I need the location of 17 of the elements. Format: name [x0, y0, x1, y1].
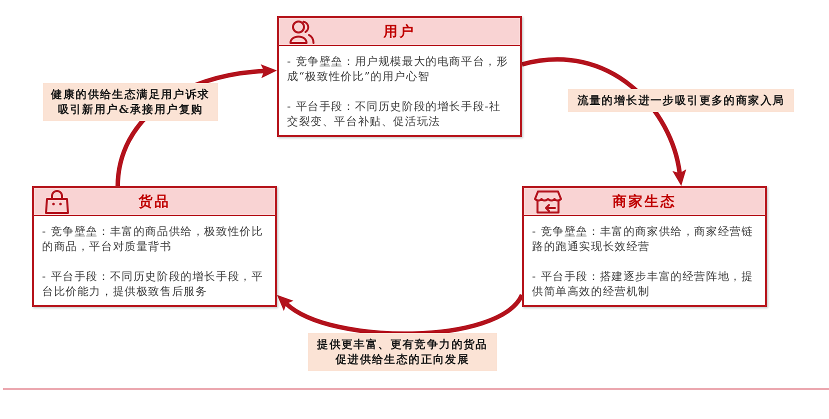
card-text: - 平台手段：不同历史阶段的增长手段-社交裂变、平台补贴、促活玩法: [287, 99, 502, 129]
edge-label: 提供更丰富、更有竞争力的货品促进供给生态的正向发展: [308, 333, 497, 371]
card-text: - 平台手段：不同历史阶段的增长手段，平台比价能力，提供极致售后服务: [42, 269, 264, 299]
edge-label: 流量的增长进一步吸引更多的商家入局: [568, 89, 794, 112]
card: [277, 16, 522, 137]
card-title: 货品: [138, 192, 170, 210]
curved-arrow: [522, 57, 686, 186]
curved-arrow: [276, 294, 524, 336]
card: [32, 186, 277, 307]
edge-label: 健康的供给生态满足用户诉求吸引新用户&承接用户复购: [43, 83, 218, 121]
card-text: - 竞争壁垒：丰富的商家供给，商家经营链路的跑通实现长效经营: [532, 224, 754, 254]
card-text: - 平台手段：搭建逐步丰富的经营阵地，提供简单高效的经营机制: [532, 269, 754, 299]
card-title: 商家生态: [612, 192, 676, 210]
card-text: - 竞争壁垒：丰富的商品供给，极致性价比的商品，平台对质量背书: [42, 224, 264, 254]
card-title: 用户: [384, 22, 416, 40]
card-text: - 竞争壁垒：用户规模最大的电商平台，形成“极致性价比”的用户心智: [287, 54, 510, 84]
card: [522, 186, 767, 307]
